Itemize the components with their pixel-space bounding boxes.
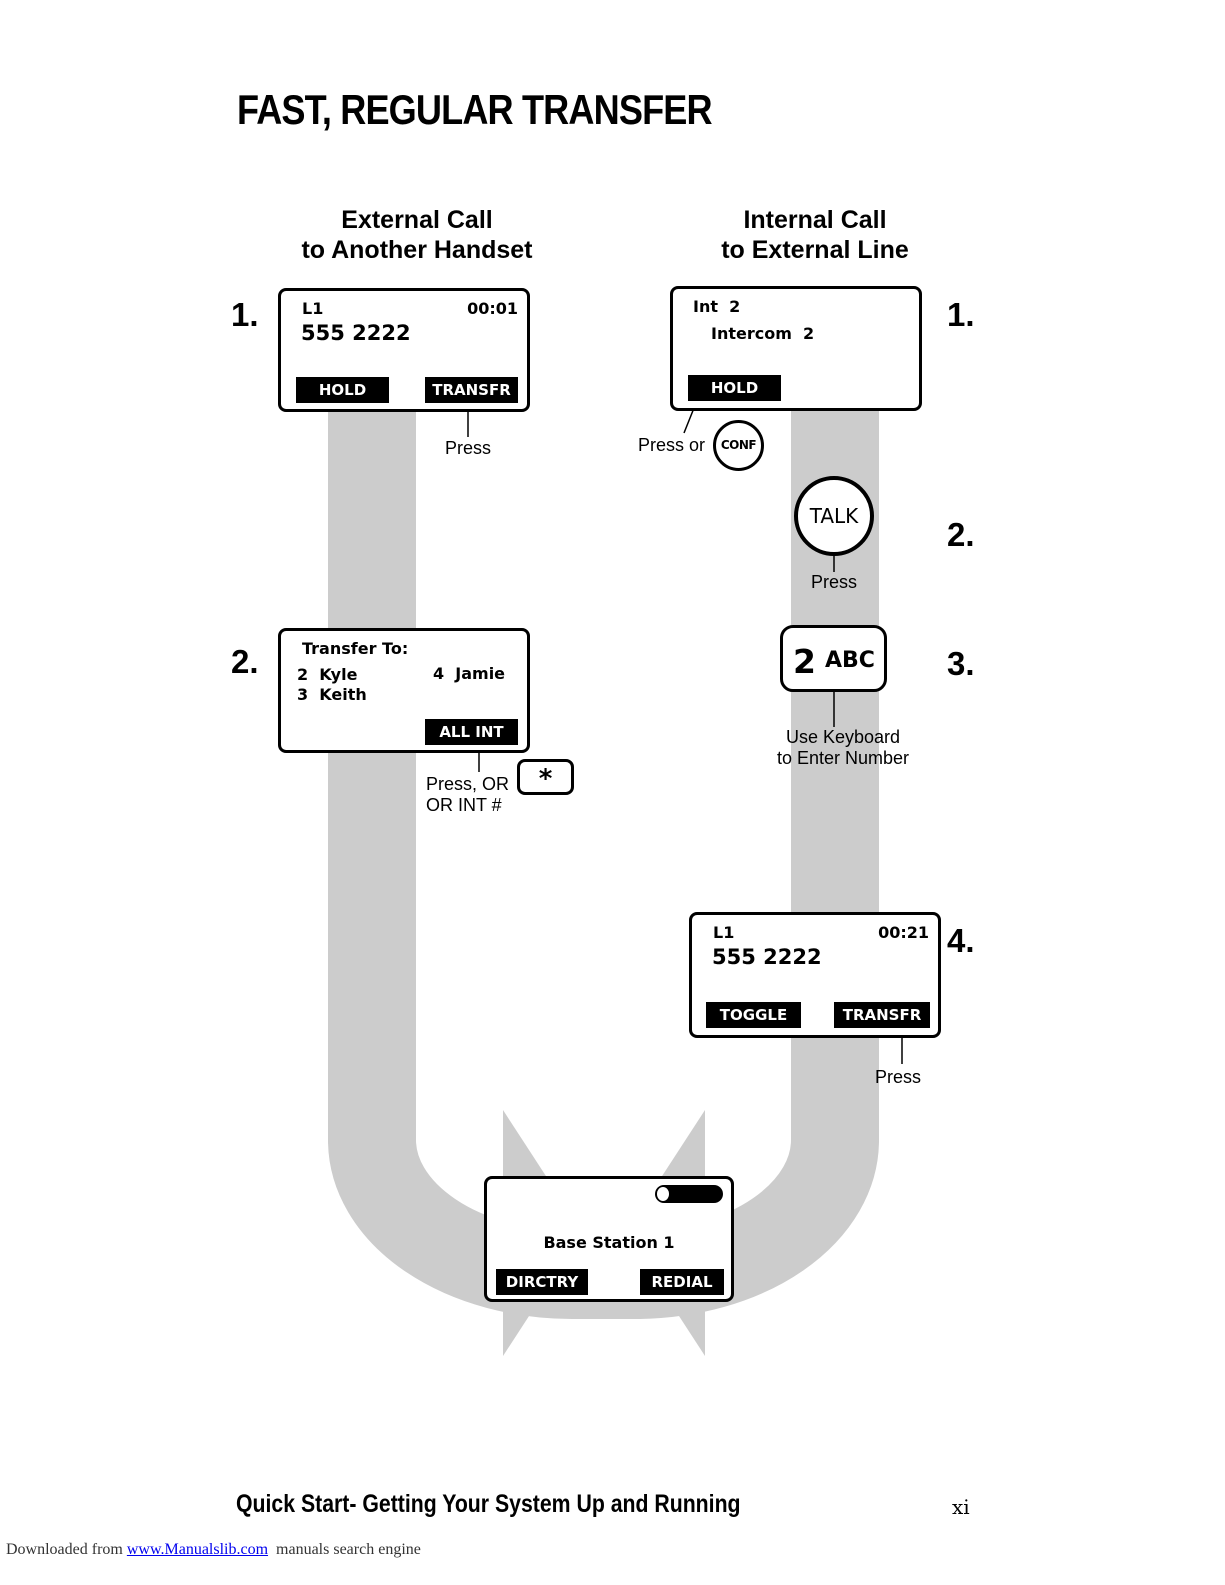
page-title: FAST, REGULAR TRANSFER (237, 86, 713, 133)
right-step2-number: 2. (947, 516, 975, 553)
press-note: Press (811, 572, 858, 592)
left-heading-line2: to Another Handset (301, 236, 533, 264)
download-prefix: Downloaded from (6, 1541, 127, 1558)
left-step1-display: L1 00:01 555 2222 HOLD TRANSFR (278, 288, 530, 412)
left-step1-number: 1. (231, 296, 259, 333)
right-step1-number: 1. (947, 296, 975, 333)
hold-softkey[interactable]: HOLD (688, 375, 781, 401)
key-digit: 2 (793, 642, 816, 681)
right-column-heading: Internal Call to External Line (690, 205, 940, 265)
press-or-line1: Press, OR (426, 774, 510, 794)
conf-key[interactable]: CONF (713, 420, 764, 471)
base-station-display: Base Station 1 DIRCTRY REDIAL (484, 1176, 734, 1302)
press-note: Press (445, 438, 492, 458)
keyboard-note-line1: Use Keyboard (785, 727, 901, 747)
page-number: xi (952, 1495, 970, 1519)
right-step4-number: 4. (947, 922, 975, 959)
left-column-heading: External Call to Another Handset (286, 205, 548, 265)
left-step2-number: 2. (231, 643, 259, 680)
intercom-label: Intercom 2 (711, 324, 815, 343)
intercom-entry: 3 Keith (297, 685, 367, 704)
download-suffix: manuals search engine (268, 1541, 421, 1558)
battery-cap (657, 1187, 669, 1201)
conf-key-label: CONF (720, 438, 757, 452)
toggle-softkey[interactable]: TOGGLE (706, 1002, 801, 1028)
press-or-note: Press, OR OR INT # (426, 774, 509, 816)
left-heading-line1: External Call (341, 206, 493, 234)
transfer-softkey[interactable]: TRANSFR (425, 377, 518, 403)
directory-softkey[interactable]: DIRCTRY (496, 1269, 588, 1295)
redial-softkey[interactable]: REDIAL (640, 1269, 724, 1295)
key-letters: ABC (825, 648, 875, 673)
base-station-label: Base Station 1 (543, 1233, 675, 1252)
star-key[interactable]: * (517, 759, 574, 795)
right-step1-display: Int 2 Intercom 2 HOLD (670, 286, 922, 411)
right-heading-line2: to External Line (721, 236, 909, 264)
call-timer: 00:01 (467, 299, 518, 318)
footer-title: Quick Start- Getting Your System Up and … (236, 1490, 741, 1518)
battery-icon (655, 1185, 723, 1203)
talk-key[interactable]: TALK (794, 476, 874, 556)
left-step2-display: Transfer To: 2 Kyle 3 Keith 4 Jamie ALL … (278, 628, 530, 753)
u-band (328, 400, 879, 1319)
intercom-entry: 4 Jamie (433, 664, 506, 683)
call-timer: 00:21 (878, 923, 929, 942)
keypad-2-abc-key[interactable]: 2 ABC (780, 625, 887, 692)
right-step3-number: 3. (947, 645, 975, 682)
talk-key-label: TALK (809, 504, 859, 528)
download-credit: Downloaded from www.Manualslib.com manua… (6, 1541, 421, 1559)
line-indicator: Int 2 (693, 297, 741, 316)
keyboard-note: Use Keyboard to Enter Number (760, 727, 926, 769)
right-step4-display: L1 00:21 555 2222 TOGGLE TRANSFR (689, 912, 941, 1038)
line-indicator: L1 (302, 299, 324, 318)
star-key-label: * (538, 764, 553, 794)
phone-number: 555 2222 (301, 321, 411, 345)
press-or-conf-note: Press or (638, 435, 706, 455)
phone-number: 555 2222 (712, 945, 822, 969)
keyboard-note-line2: to Enter Number (776, 748, 910, 768)
intercom-entry: 2 Kyle (297, 665, 358, 684)
line-indicator: L1 (713, 923, 735, 942)
press-note: Press (875, 1067, 922, 1087)
press-or-line2: OR INT # (426, 795, 502, 815)
transfer-to-header: Transfer To: (302, 639, 409, 658)
transfer-softkey[interactable]: TRANSFR (834, 1002, 930, 1028)
hold-softkey[interactable]: HOLD (296, 377, 389, 403)
all-int-softkey[interactable]: ALL INT (425, 719, 518, 745)
right-heading-line1: Internal Call (743, 206, 887, 234)
manualslib-link[interactable]: www.Manualslib.com (126, 1541, 269, 1558)
